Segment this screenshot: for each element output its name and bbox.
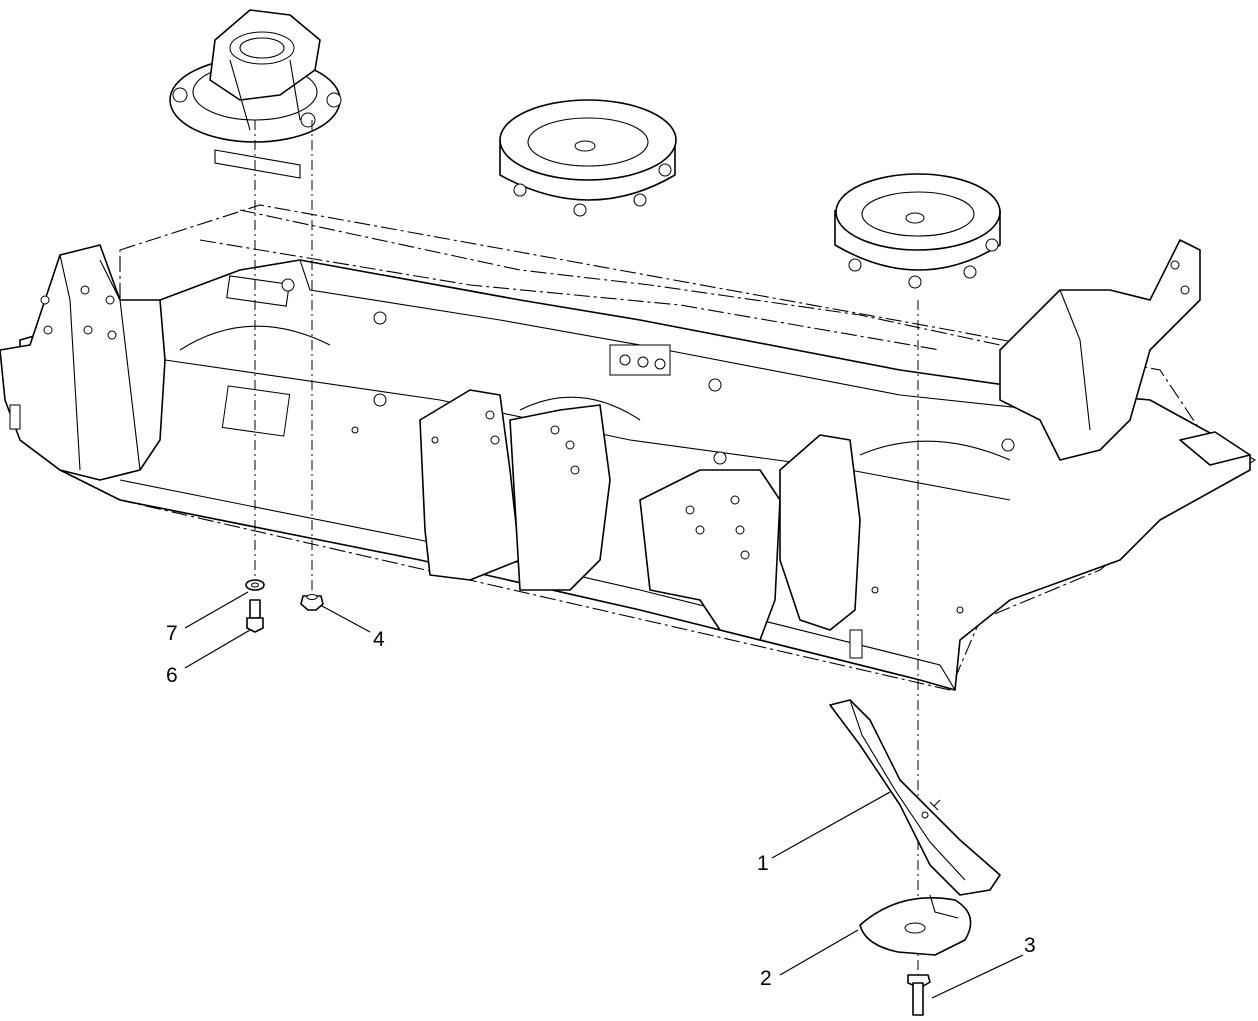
callout-6: 6	[166, 664, 178, 687]
idler-pulley-assembly	[169, 9, 342, 179]
mower-deck-housing	[0, 204, 1257, 691]
callout-7: 7	[166, 622, 178, 645]
center-spindle-pulley	[499, 99, 677, 217]
callout-3: 3	[1024, 934, 1036, 957]
capscrew	[246, 599, 264, 633]
blade-stiffener	[859, 894, 972, 956]
flange-nut	[300, 594, 324, 611]
callout-2: 2	[760, 967, 772, 990]
washer	[245, 579, 265, 591]
callout-labels: 1 2 3 4 6 7	[166, 622, 1036, 990]
assembly-centerlines	[254, 120, 919, 1000]
leader-lines	[184, 591, 1024, 999]
callout-1: 1	[757, 852, 769, 875]
right-spindle-pulley	[834, 173, 1001, 289]
blade-bolt	[907, 974, 931, 1016]
callout-4: 4	[373, 628, 385, 651]
cutting-blade	[829, 699, 1001, 896]
